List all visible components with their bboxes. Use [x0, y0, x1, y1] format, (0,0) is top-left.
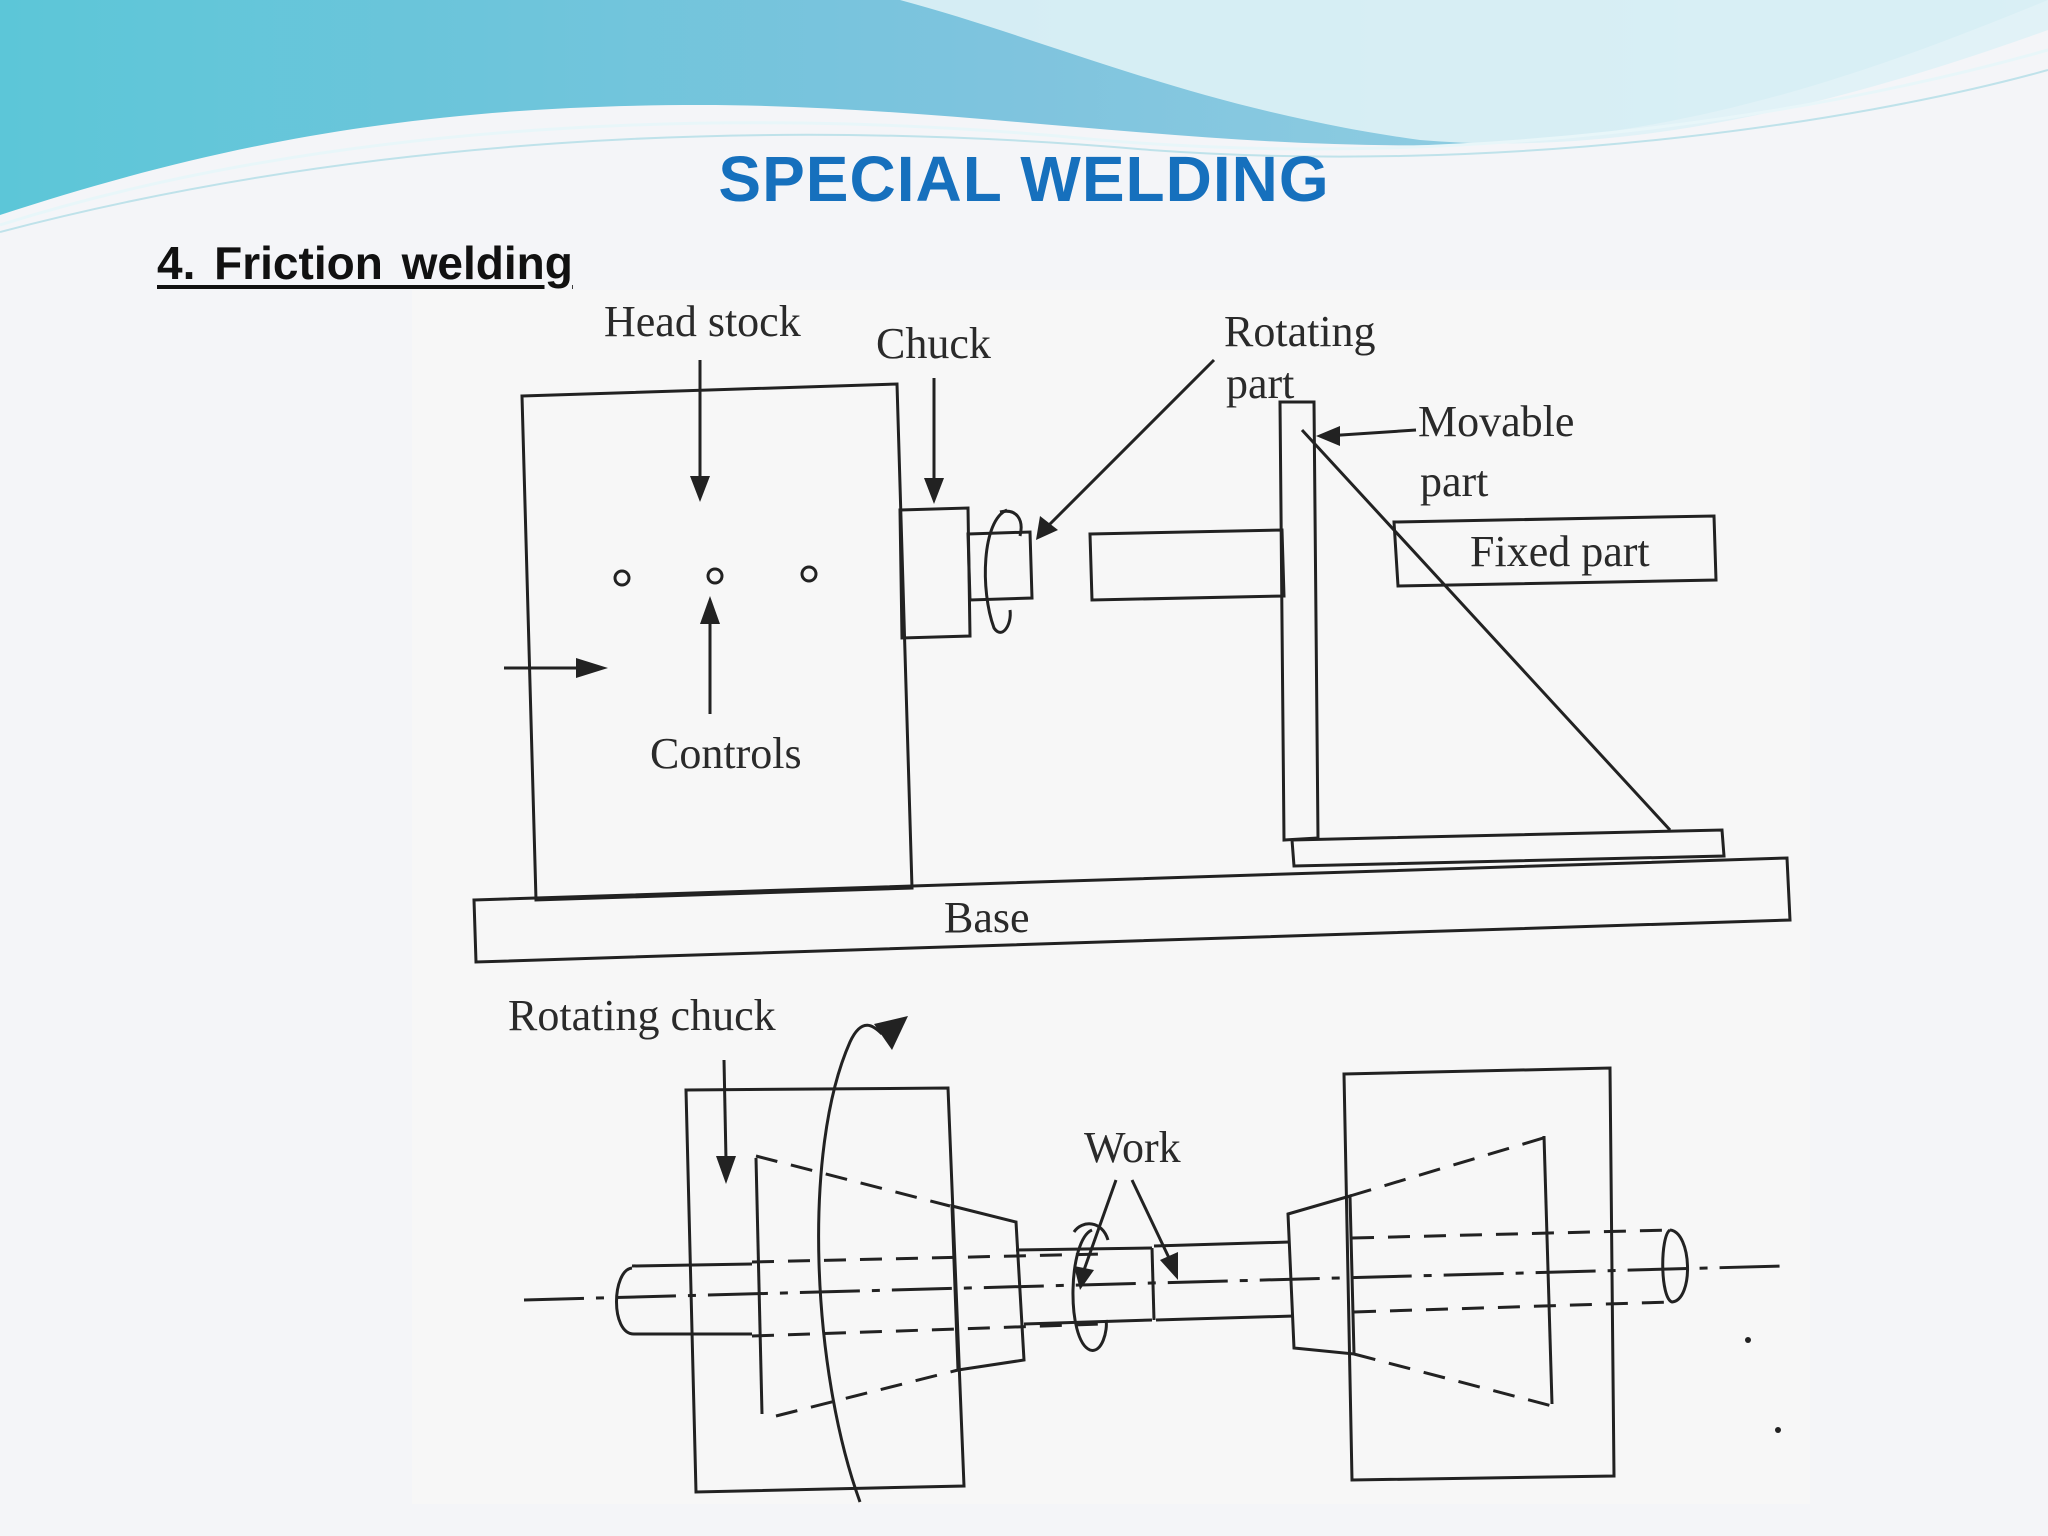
- arrow-head-icon: [690, 476, 710, 502]
- right-chuck-nose: [1286, 1194, 1356, 1356]
- movable-part-bar: [1088, 528, 1286, 602]
- label-rotating-part-1: Rotating: [1224, 307, 1376, 356]
- label-work: Work: [1084, 1123, 1181, 1172]
- left-chuck-housing: [684, 1086, 966, 1494]
- control-knob: [800, 565, 818, 583]
- arrow-head-icon: [1074, 1266, 1094, 1290]
- rotating-part: [966, 530, 1034, 602]
- label-chuck: Chuck: [876, 319, 991, 368]
- arrow-head-icon: [1316, 426, 1340, 446]
- head-stock-body: [520, 382, 914, 902]
- slide-subtitle: 4. Friction welding: [157, 237, 573, 289]
- friction-welding-diagram: Base Fixed part Head stock Chuck Rotatin…: [472, 297, 1792, 1503]
- arrow-head-icon: [1160, 1252, 1178, 1280]
- arrow-head-icon: [700, 596, 720, 624]
- label-rotating-chuck: Rotating chuck: [508, 991, 776, 1040]
- centre-line: [523, 1264, 1783, 1302]
- left-work-piece: [615, 1266, 635, 1336]
- arrow-head-icon: [874, 1016, 908, 1050]
- fixed-fixture-base: [1290, 828, 1726, 868]
- scanned-figure: Base Fixed part Head stock Chuck Rotatin…: [412, 290, 1810, 1504]
- diagonal-brace: [1300, 428, 1672, 832]
- label-movable-part-1: Movable: [1418, 397, 1574, 446]
- slide-title: SPECIAL WELDING: [718, 143, 1330, 215]
- arrow-head-icon: [1036, 516, 1058, 540]
- label-fixed-part: Fixed part: [1470, 527, 1650, 576]
- chuck-block: [898, 506, 972, 640]
- right-chuck-housing: [1342, 1066, 1616, 1482]
- rotation-arrow-icon: [817, 1023, 884, 1503]
- arrow-head-icon: [576, 658, 608, 678]
- base-plate: [472, 856, 1792, 964]
- label-controls: Controls: [650, 729, 802, 778]
- left-chuck-nose: [950, 1204, 1026, 1372]
- vertical-post: [1278, 400, 1320, 842]
- rotation-arrow-icon: [999, 509, 1023, 537]
- label-base: Base: [944, 893, 1030, 942]
- label-head-stock: Head stock: [604, 297, 801, 346]
- right-work-piece: [1661, 1228, 1689, 1304]
- rotation-arrow-icon: [983, 508, 1012, 634]
- label-movable-part-2: part: [1420, 457, 1488, 506]
- fixed-part: [1392, 514, 1718, 588]
- control-knob: [613, 569, 631, 587]
- arrow-head-icon: [716, 1156, 736, 1184]
- label-rotating-part-2: part: [1226, 359, 1294, 408]
- control-knob: [706, 567, 724, 585]
- rotation-arrow-icon: [1071, 1228, 1108, 1352]
- arrow-head-icon: [924, 478, 944, 504]
- header-wave-banner: [0, 0, 2048, 233]
